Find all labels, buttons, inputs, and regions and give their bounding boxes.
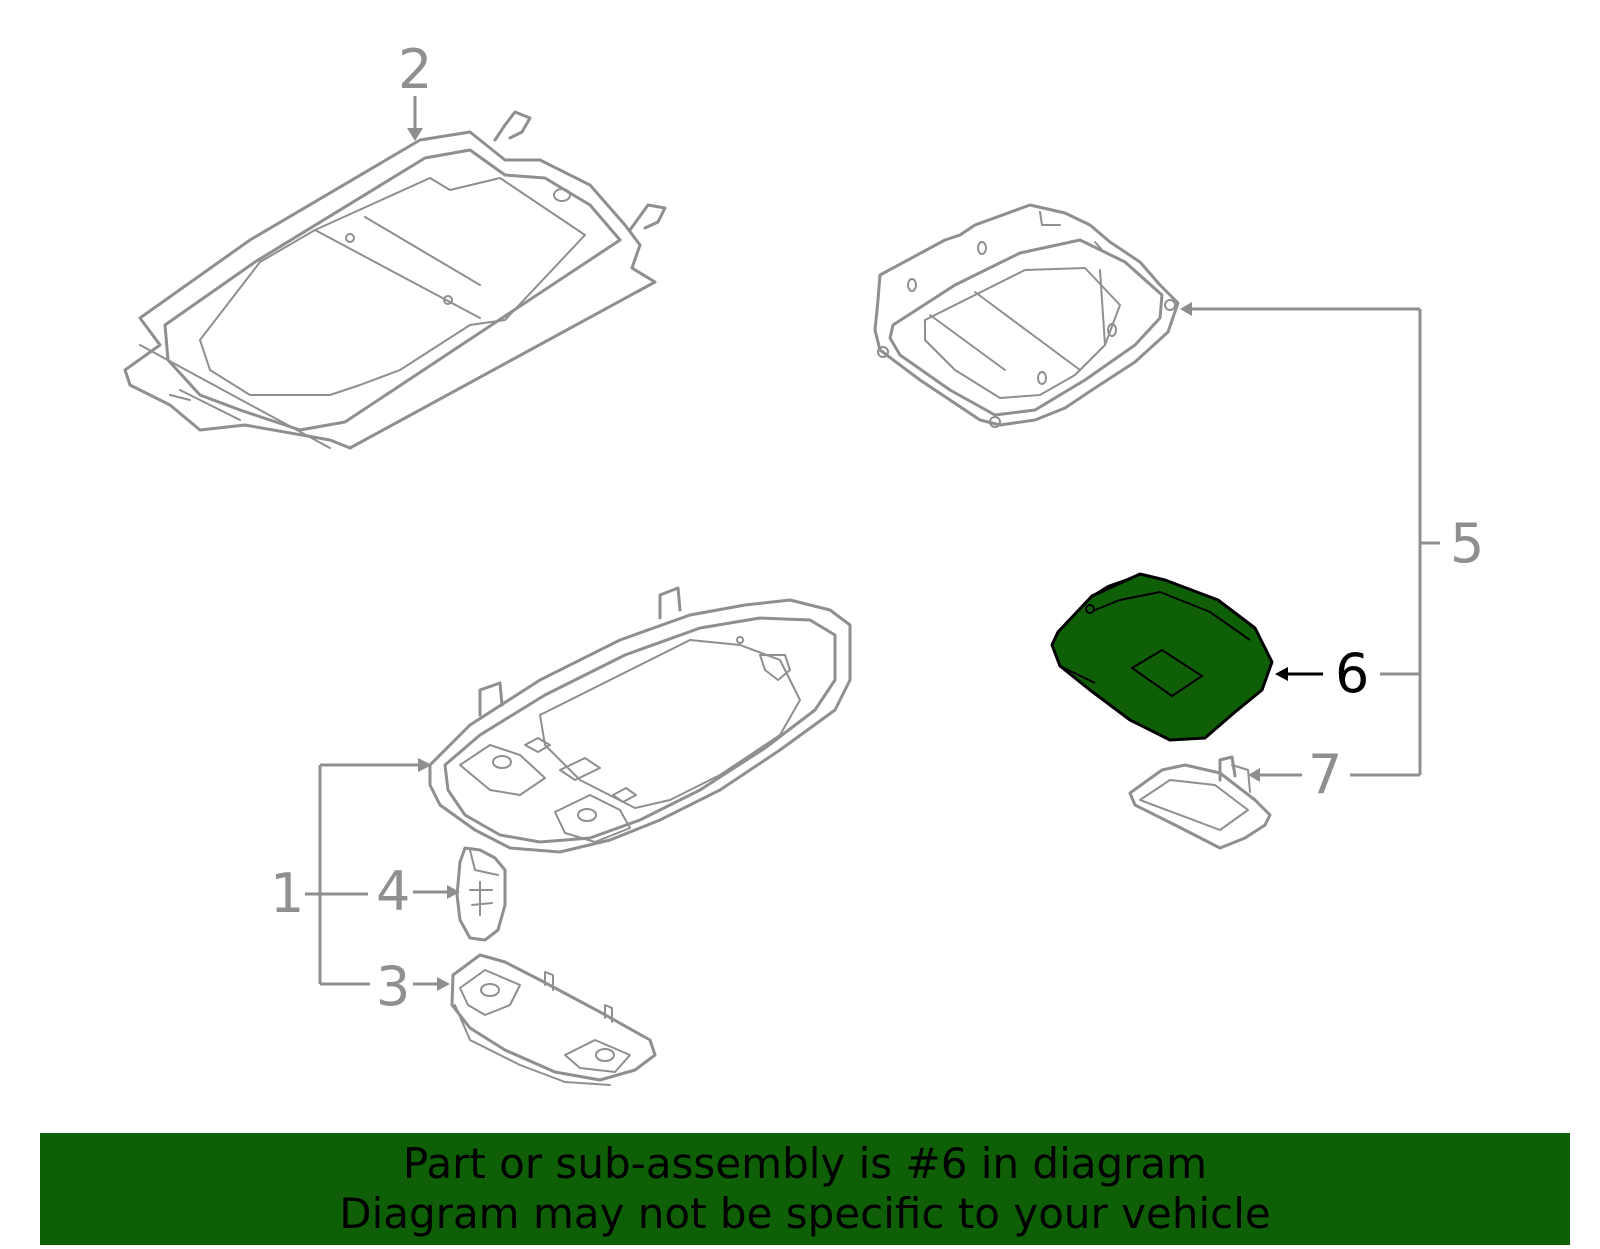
- callout-5: 5: [1450, 512, 1484, 575]
- part-6-highlighted-cover: [1050, 572, 1274, 742]
- part-3-lamp-cover: [450, 953, 657, 1086]
- callout-1: 1: [270, 862, 304, 925]
- part-1-overhead-console: [428, 586, 852, 854]
- part-5-console-housing: [873, 203, 1180, 428]
- part-6-shape: [1050, 572, 1274, 742]
- callout-7: 7: [1308, 743, 1342, 806]
- callout-2: 2: [398, 38, 432, 101]
- parts-diagram: 2 5 6 7 1 4 3: [123, 38, 1484, 1086]
- callout-6: 6: [1335, 642, 1369, 705]
- part-2-roof-bracket: [123, 110, 667, 450]
- info-banner: Part or sub-assembly is #6 in diagram Di…: [40, 1133, 1570, 1245]
- banner-line-1: Part or sub-assembly is #6 in diagram: [402, 1139, 1208, 1188]
- callout-4: 4: [376, 860, 410, 923]
- part-4-lens: [455, 846, 507, 942]
- callout-3: 3: [376, 955, 410, 1018]
- leader-lines: [305, 96, 1440, 991]
- banner-line-2: Diagram may not be specific to your vehi…: [339, 1189, 1271, 1238]
- part-7-cap: [1128, 755, 1272, 850]
